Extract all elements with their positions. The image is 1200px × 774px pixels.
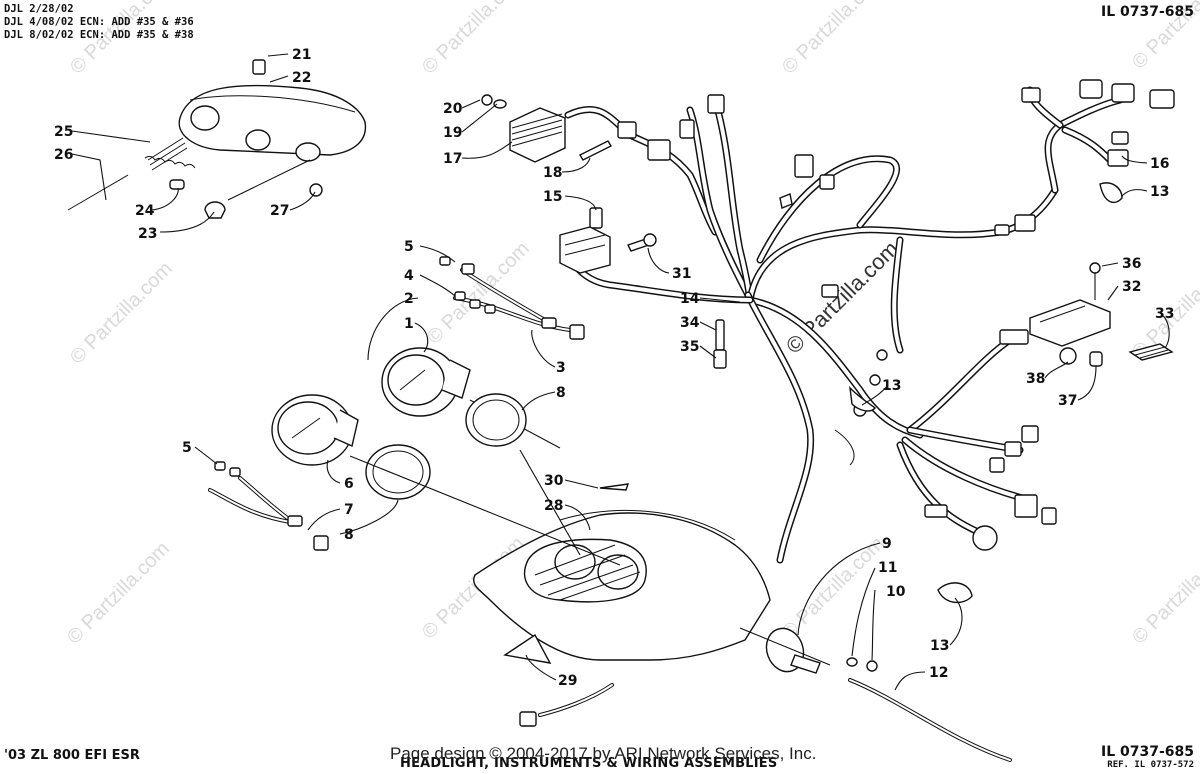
callout-36: 36 [1122, 256, 1141, 272]
instrument-hood [349, 449, 771, 664]
voltage-regulator [481, 94, 612, 163]
callout-30: 30 [544, 473, 564, 489]
watermark: © Partzilla.com [1128, 538, 1200, 649]
callout-25: 25 [54, 124, 73, 140]
callout-7: 7 [344, 502, 354, 518]
leader-lines [71, 53, 1170, 691]
callout-19: 19 [443, 125, 462, 141]
harness-connectors [617, 79, 1175, 551]
callout-28: 28 [544, 498, 563, 514]
gauge-wiring [208, 256, 585, 551]
sensor [713, 319, 727, 369]
callout-6: 6 [344, 476, 354, 492]
tachometer-gauge [381, 347, 561, 449]
speedometer-gauge [271, 394, 359, 466]
callout-5: 5 [404, 239, 414, 255]
ecu-module [1029, 262, 1174, 367]
callout-18: 18 [543, 165, 562, 181]
callout-14: 14 [680, 291, 700, 307]
page-design-credit: Page design © 2004-2017 by ARI Network S… [390, 744, 817, 763]
revision-note: DJL 2/28/02 [4, 3, 74, 15]
callout-29: 29 [558, 673, 577, 689]
callout-13: 13 [1150, 184, 1169, 200]
gauge-bezels [365, 393, 527, 500]
callout-34: 34 [680, 315, 700, 331]
callout-15: 15 [543, 189, 562, 205]
revision-note: DJL 8/02/02 ECN: ADD #35 & #38 [4, 29, 194, 41]
callout-2: 2 [404, 291, 414, 307]
watermark: © Partzilla.com [778, 0, 889, 79]
callout-13: 13 [882, 378, 901, 394]
callout-20: 20 [443, 101, 463, 117]
headlight-assembly [67, 59, 367, 219]
callout-9: 9 [882, 536, 892, 552]
watermark-center: © Partzilla.com [781, 236, 904, 359]
callout-11: 11 [878, 560, 897, 576]
callout-12: 12 [929, 665, 948, 681]
watermark: © Partzilla.com [778, 533, 889, 644]
callout-8: 8 [556, 385, 566, 401]
callout-8: 8 [344, 527, 354, 543]
watermark: © Partzilla.com [418, 0, 529, 79]
speedometer-cable [519, 182, 1123, 762]
callout-labels: 21 22 25 26 24 27 23 20 19 17 18 15 31 1… [54, 47, 1174, 689]
callout-26: 26 [54, 147, 73, 163]
watermark: © Partzilla.com [423, 238, 534, 349]
callout-3: 3 [556, 360, 566, 376]
assembly-title: HEADLIGHT, INSTRUMENTS & WIRING ASSEMBLI… [400, 756, 778, 771]
callout-33: 33 [1155, 306, 1174, 322]
callout-21: 21 [292, 47, 311, 63]
callout-37: 37 [1058, 393, 1077, 409]
callout-22: 22 [292, 70, 311, 86]
callout-4: 4 [404, 268, 414, 284]
callout-32: 32 [1122, 279, 1141, 295]
watermark: © Partzilla.com [63, 538, 174, 649]
callout-35: 35 [680, 339, 699, 355]
callout-24: 24 [135, 203, 155, 219]
revision-note: DJL 4/08/02 ECN: ADD #35 & #36 [4, 16, 194, 28]
fuse-relay [559, 207, 657, 274]
model-name: '03 ZL 800 EFI ESR [4, 748, 140, 763]
illustration-id: IL 0737-685 [1100, 4, 1194, 20]
watermark: © Partzilla.com [66, 258, 177, 369]
callout-27: 27 [270, 203, 289, 219]
callout-17: 17 [443, 151, 462, 167]
callout-16: 16 [1150, 156, 1169, 172]
illustration-id-bottom: IL 0737-685 [1100, 744, 1194, 760]
reference-id: REF. IL 0737-572 [1107, 760, 1194, 770]
callout-38: 38 [1026, 371, 1045, 387]
callout-10: 10 [886, 584, 906, 600]
callout-23: 23 [138, 226, 157, 242]
callout-5: 5 [182, 440, 192, 456]
callout-1: 1 [404, 316, 414, 332]
callout-13: 13 [930, 638, 949, 654]
revision-notes: DJL 2/28/02 DJL 4/08/02 ECN: ADD #35 & #… [4, 3, 194, 42]
callout-31: 31 [672, 266, 691, 282]
